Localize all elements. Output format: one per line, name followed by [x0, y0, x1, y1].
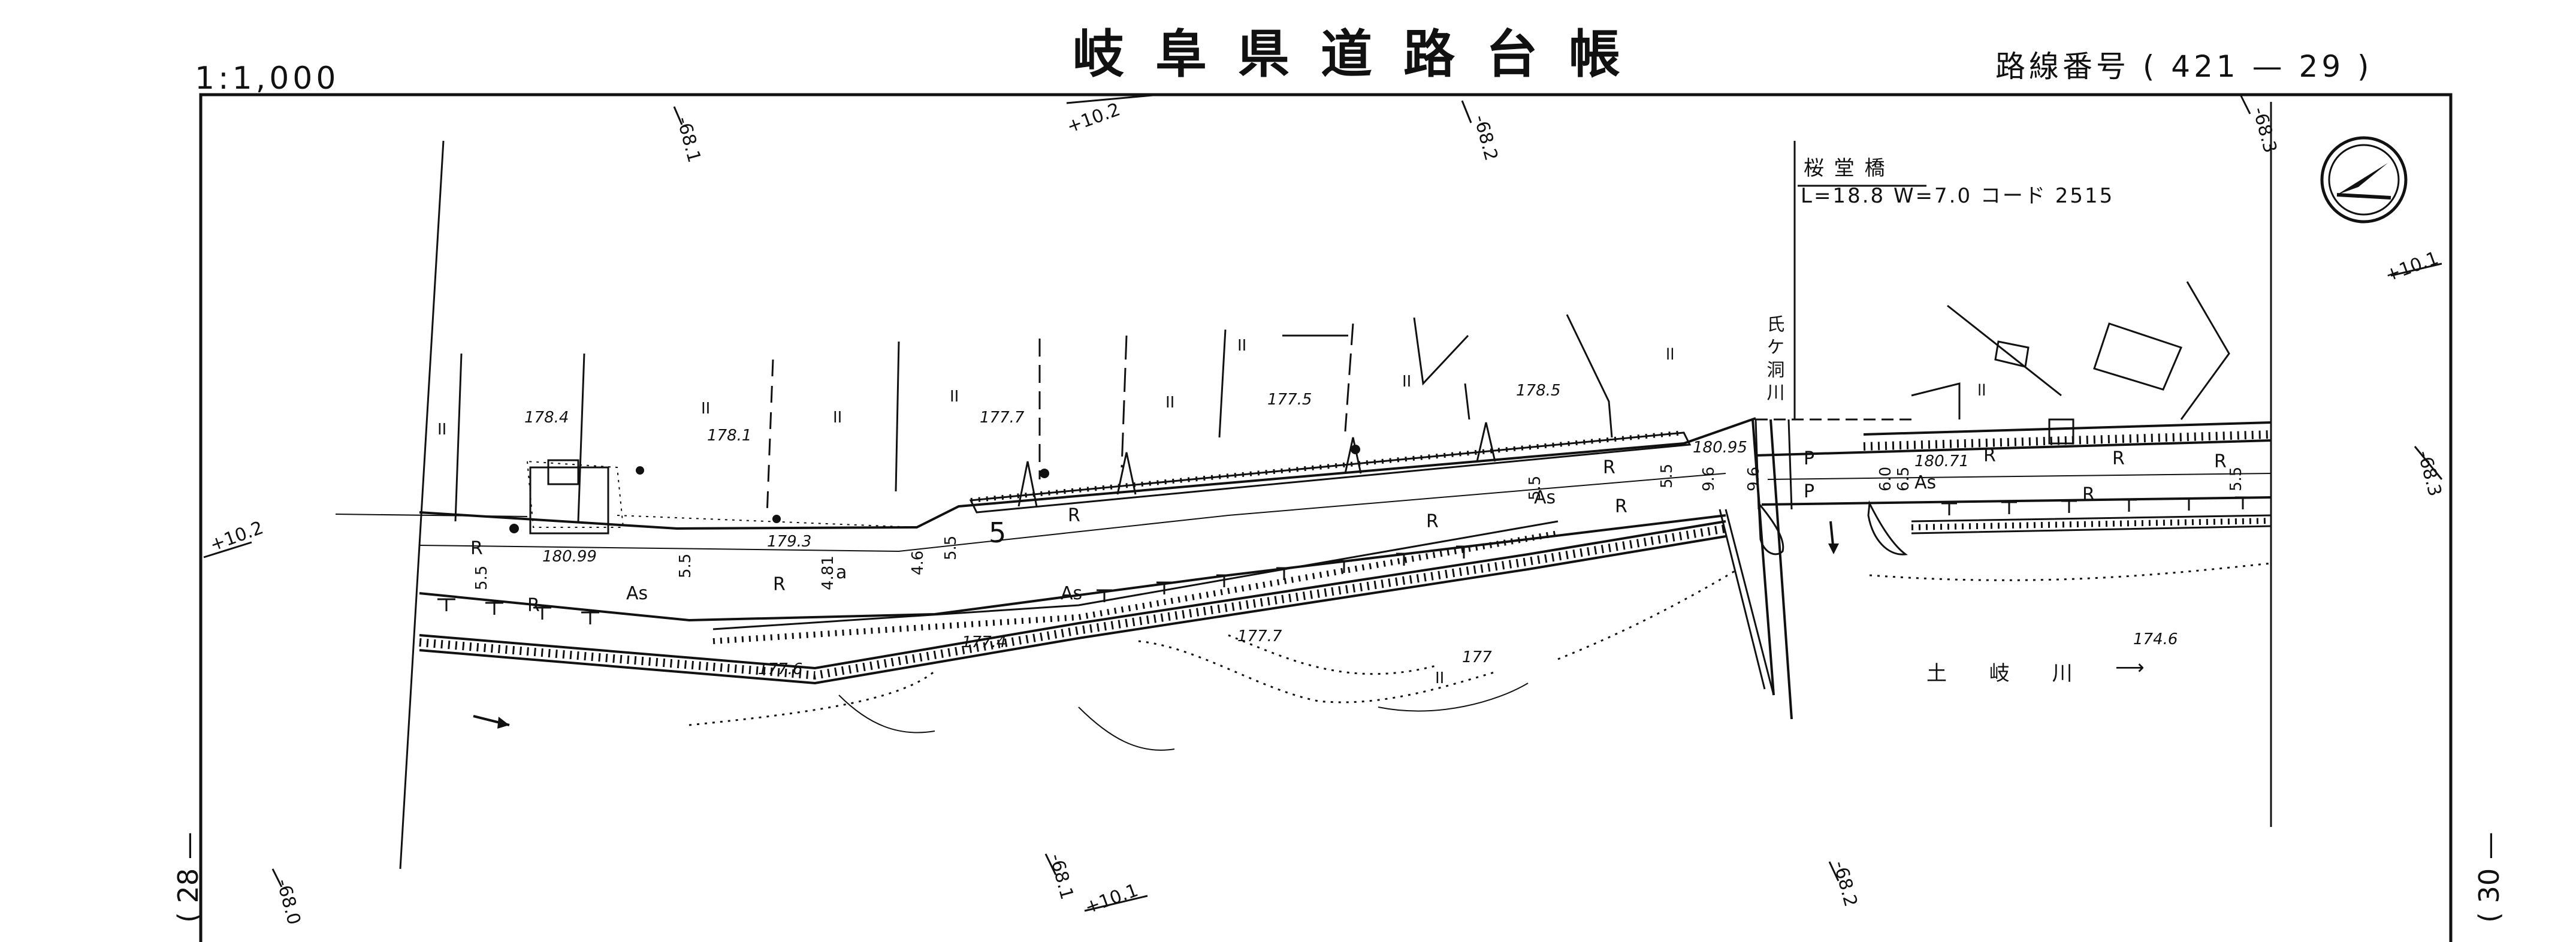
road-carriageway — [335, 417, 2272, 622]
flow-arrow-icon — [473, 715, 510, 729]
elevation-label: 177.7 — [1237, 627, 1282, 645]
north-arrow-icon — [2320, 136, 2408, 224]
river-embankment — [1867, 500, 1908, 555]
elevation-labels: 178.4 178.1 177.7 177.5 178.5 180.95 180… — [524, 382, 2178, 678]
surface-label: 5 — [989, 517, 1006, 549]
surface-label: R — [2112, 448, 2125, 469]
dotted-boundary — [526, 460, 917, 528]
surface-label: P — [1804, 448, 1814, 469]
river-arrow-icon: ⟶ — [2115, 656, 2163, 680]
elevation-label: 180.99 — [542, 548, 597, 566]
width-label: 6.0 — [1877, 467, 1895, 491]
width-label: 5.5 — [1658, 464, 1676, 488]
sheet-ref-left: ( 28 — — [172, 832, 204, 923]
surface-label: R — [527, 595, 540, 616]
stream-crossing — [1719, 419, 1793, 720]
bridge-spec: L=18.8 W=7.0 コード 2515 — [1801, 184, 2114, 208]
elevation-label: 177.4 — [962, 633, 1006, 651]
sheet-ref-right: ( 30 — — [2473, 832, 2505, 923]
east-structures — [1911, 281, 2230, 445]
elevation-label: 179.3 — [767, 533, 811, 551]
chainage-label: -68.2 — [1829, 859, 1861, 909]
surface-label: R — [470, 538, 483, 559]
width-label: 5.5 — [2227, 467, 2245, 491]
elevation-label: 178.1 — [707, 427, 751, 445]
elevation-label: 178.4 — [524, 409, 569, 427]
width-label: 5.5 — [1526, 476, 1544, 500]
field-mark: II — [1165, 394, 1174, 412]
surface-label: As — [626, 583, 648, 604]
width-label: 5.5 — [942, 536, 960, 560]
field-mark: II — [1402, 373, 1411, 391]
chainage-label: -68.1 — [672, 114, 705, 165]
elevation-label: 174.6 — [2133, 630, 2178, 648]
surface-label: P — [1804, 481, 1814, 502]
surface-label: R — [773, 574, 786, 595]
building-outline — [529, 466, 609, 535]
chainage-label: +10.2 — [1064, 99, 1123, 137]
field-mark: ll — [1977, 382, 1986, 400]
field-marks: II II II II II II II ll ll II — [437, 337, 1986, 687]
surface-label: R — [1603, 457, 1615, 478]
chainage-label: -68.3 — [2413, 448, 2445, 499]
surface-label: R — [2082, 484, 2095, 505]
contour-lines — [688, 562, 2272, 726]
chainage-label: -68.1 — [1045, 852, 1077, 902]
width-label: 4.6 — [909, 551, 927, 575]
parcel-lines — [399, 102, 2272, 869]
field-mark: II — [1237, 337, 1246, 355]
elevation-label: 177 — [1462, 648, 1492, 666]
width-label: 5.5 — [677, 554, 694, 578]
surface-label: As — [1061, 583, 1082, 604]
field-mark: II — [1435, 669, 1444, 687]
field-mark: II — [833, 409, 842, 427]
stream-name: 氏ケ洞川 — [1763, 315, 1785, 406]
chainage-label: +10.1 — [2382, 247, 2441, 286]
elevation-label: 180.95 — [1693, 439, 1747, 457]
building-outline — [547, 459, 579, 485]
chainage-label: -68.2 — [1469, 113, 1502, 163]
surface-label: a — [836, 562, 847, 583]
field-mark: II — [437, 421, 446, 439]
surface-label: As — [1914, 472, 1936, 493]
surface-labels: As As As As R R R R R R R R R R R P P a … — [470, 445, 2227, 616]
elevation-label: 177.7 — [980, 409, 1025, 427]
river-name: 土 岐 川 — [1926, 662, 2091, 686]
bank-lines — [838, 683, 1529, 751]
surface-label: R — [1068, 505, 1080, 526]
field-mark: II — [701, 400, 710, 418]
width-labels: 5.5 5.5 4.81 4.6 5.5 5.5 5.5 9.6 9.6 6.0… — [473, 464, 2245, 590]
map-title: 岐阜県道路台帳 — [1073, 25, 1651, 84]
chainage-labels: -68.1 +10.2 -68.2 -68.3 +10.1 +10.2 -68.… — [203, 93, 2445, 927]
map-frame — [199, 93, 2453, 942]
chainage-label: -68.3 — [2248, 105, 2281, 155]
elevation-label: 178.5 — [1516, 382, 1560, 400]
width-label: 6.5 — [1895, 467, 1913, 491]
surface-label: R — [1615, 496, 1627, 517]
retaining-walls — [419, 421, 2272, 685]
elevation-label: 180.71 — [1914, 452, 1969, 470]
survey-points — [509, 445, 1360, 533]
chainage-label: -68.0 — [272, 877, 304, 927]
bridge-name: 桜 堂 橋 — [1804, 156, 1887, 180]
stream-embankment — [1757, 500, 1784, 555]
width-label: 9.6 — [1700, 467, 1718, 491]
chainage-label: +10.2 — [207, 517, 266, 555]
flow-arrow-icon — [1828, 521, 1839, 554]
surface-label: R — [2214, 451, 2227, 472]
surface-label: R — [1426, 511, 1439, 532]
elevation-label: 177.5 — [1267, 391, 1312, 409]
surface-label: As — [1534, 487, 1556, 508]
width-label: 9.6 — [1745, 467, 1763, 491]
road-edge-markers — [437, 496, 2251, 624]
surface-label: R — [1983, 445, 1996, 466]
field-mark: II — [950, 388, 959, 406]
width-label: 5.5 — [473, 566, 491, 590]
width-label: 4.81 — [819, 555, 837, 590]
field-mark: ll — [1666, 346, 1674, 364]
route-number: 路線番号 ( 421 — 29 ) — [1995, 49, 2373, 84]
map-scale: 1:1,000 — [195, 61, 339, 96]
elevation-label: 177.6 — [758, 660, 802, 678]
